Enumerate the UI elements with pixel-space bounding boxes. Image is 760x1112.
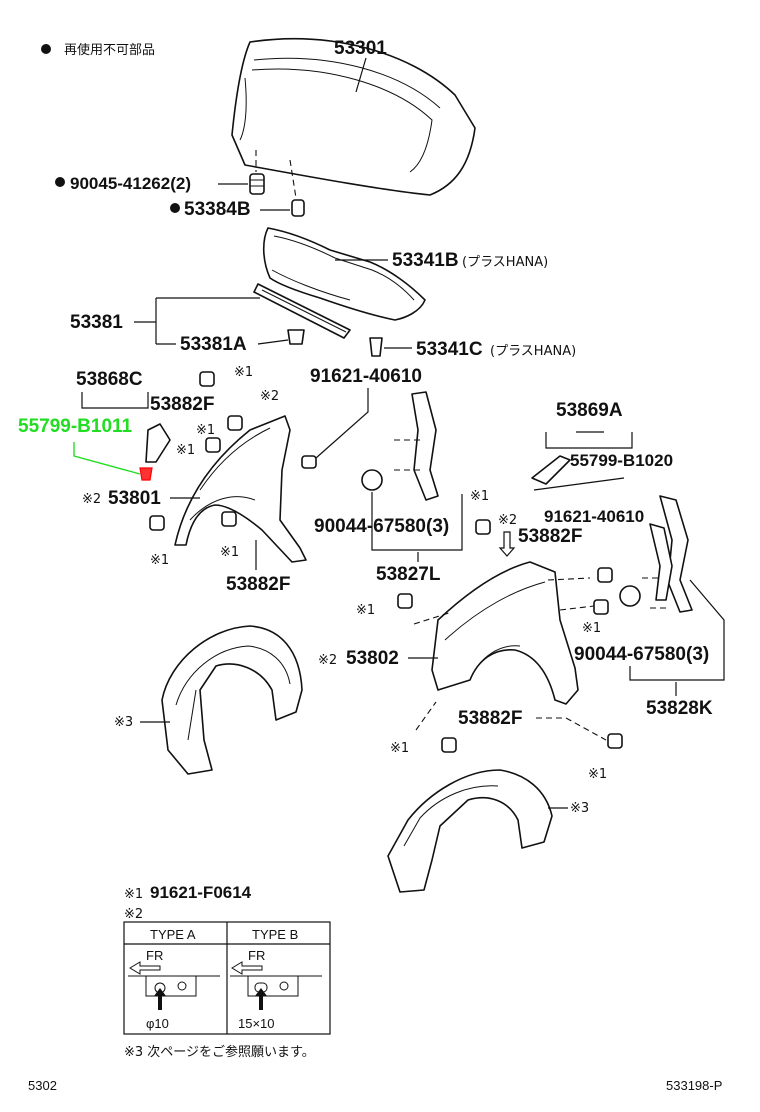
filled-circle-icon xyxy=(41,44,51,54)
bolt-right-number[interactable]: 91621-40610 xyxy=(544,507,644,526)
type-a-header: TYPE A xyxy=(150,927,196,942)
filled-circle-icon xyxy=(55,177,65,187)
fr-label-b: FR xyxy=(248,948,265,963)
mark-m1-left-bottom: ※1 xyxy=(150,553,169,568)
liner-right-top-number[interactable]: 53869A xyxy=(556,400,623,421)
protector-left-leader xyxy=(73,442,141,475)
mark-m2-53802: ※2 xyxy=(318,653,337,668)
mark-m1-right-mid: ※1 xyxy=(356,603,375,618)
note1-mark: ※1 xyxy=(124,887,143,902)
clip-left-1-number[interactable]: 53882F xyxy=(150,394,214,415)
hood-seal-c-clip-part[interactable] xyxy=(369,337,383,357)
hood-seal-c-number[interactable]: 53341C xyxy=(416,339,483,360)
clip-left-2-number[interactable]: 53882F xyxy=(226,574,290,595)
mark-m1-left-mid: ※1 xyxy=(196,423,215,438)
note1-value: 91621-F0614 xyxy=(150,883,252,902)
bolt-part[interactable] xyxy=(149,511,237,531)
hood-part-number[interactable]: 53301 xyxy=(334,38,387,59)
note3-text: ※3 次ページをご参照願います。 xyxy=(124,1044,315,1060)
liner-left-number[interactable]: 53827L xyxy=(376,564,441,585)
center-clip-part[interactable] xyxy=(301,455,383,491)
bolt-part[interactable] xyxy=(205,415,243,453)
type-b-header: TYPE B xyxy=(252,927,298,942)
hood-seal-a-part[interactable] xyxy=(253,283,351,339)
hood-seal-c-note: (プラスHANA) xyxy=(490,344,576,359)
clip-right-1-number[interactable]: 53882F xyxy=(518,526,582,547)
bolt-part[interactable] xyxy=(397,567,613,615)
inner-liner-right-part[interactable] xyxy=(387,769,553,893)
hood-cushion-part[interactable] xyxy=(291,199,305,217)
hood-seal-b-part[interactable] xyxy=(262,227,426,321)
bolt-part[interactable] xyxy=(441,733,623,753)
hood-bumper-number[interactable]: 90045-41262(2) xyxy=(70,174,191,193)
arrow-up-icon xyxy=(154,988,166,1010)
mark-m1-right-side: ※1 xyxy=(582,621,601,636)
liner-right-top-part[interactable] xyxy=(531,455,571,485)
mark-m3-right: ※3 xyxy=(570,801,589,816)
fender-left-number[interactable]: 53801 xyxy=(108,488,161,509)
type-table: TYPE A TYPE B FR φ10 FR 15×10 xyxy=(123,921,331,1035)
mark-m3-left: ※3 xyxy=(114,715,133,730)
note2-mark: ※2 xyxy=(124,907,143,922)
liner-left-part[interactable] xyxy=(411,391,439,501)
fender-left-part[interactable] xyxy=(174,415,307,563)
clip-right-center-number[interactable]: 90044-67580(3) xyxy=(574,644,709,665)
arrow-left-icon xyxy=(231,961,263,975)
mark-m2-right: ※2 xyxy=(498,513,517,528)
hood-seal-a-number[interactable]: 53381A xyxy=(180,334,247,355)
mark-m1-right-low: ※1 xyxy=(390,741,409,756)
center-clip-part[interactable] xyxy=(619,585,641,607)
mark-m2-left: ※2 xyxy=(260,389,279,404)
mark-m1-right-bottom: ※1 xyxy=(588,767,607,782)
bolt-part[interactable] xyxy=(475,519,491,535)
liner-right-number[interactable]: 53828K xyxy=(646,698,713,719)
liner-left-top-number[interactable]: 53868C xyxy=(76,369,143,390)
hood-seal-b-note: (プラスHANA) xyxy=(462,255,548,270)
arrow-up-icon xyxy=(255,988,267,1010)
fr-label-a: FR xyxy=(146,948,163,963)
size-a: φ10 xyxy=(146,1016,169,1031)
hood-bumper-part[interactable] xyxy=(249,173,265,195)
mark-m2-53801: ※2 xyxy=(82,492,101,507)
hood-cushion-number[interactable]: 53384B xyxy=(184,199,251,220)
mark-m1-left-top: ※1 xyxy=(234,365,253,380)
mark-m1-left-low: ※1 xyxy=(176,443,195,458)
mark-m1-left-bottom-2: ※1 xyxy=(220,545,239,560)
mark-m1-right-top: ※1 xyxy=(470,489,489,504)
bolt-part[interactable] xyxy=(199,371,215,387)
hood-seal-group-number[interactable]: 53381 xyxy=(70,312,123,333)
clip-center-number[interactable]: 90044-67580(3) xyxy=(314,516,449,537)
protector-left-part[interactable] xyxy=(139,467,153,481)
fender-right-number[interactable]: 53802 xyxy=(346,648,399,669)
arrow-left-icon xyxy=(129,961,161,975)
fender-right-part[interactable] xyxy=(431,561,579,705)
filled-circle-icon xyxy=(170,203,180,213)
inner-liner-left-part[interactable] xyxy=(161,625,303,775)
liner-right-part[interactable] xyxy=(649,495,693,613)
non-reusable-label: 再使用不可部品 xyxy=(64,42,155,58)
size-b: 15×10 xyxy=(238,1016,275,1031)
bolt-center-number[interactable]: 91621-40610 xyxy=(310,366,422,387)
hood-seal-b-number[interactable]: 53341B xyxy=(392,250,459,271)
protector-right-number[interactable]: 55799-B1020 xyxy=(570,451,673,470)
hood-part[interactable] xyxy=(231,37,476,196)
page-number-left: 5302 xyxy=(28,1078,57,1093)
protector-left-number[interactable]: 55799-B1011 xyxy=(18,416,133,437)
seal-a-clip-part[interactable] xyxy=(287,329,305,345)
clip-right-2-number[interactable]: 53882F xyxy=(458,708,522,729)
liner-left-top-part[interactable] xyxy=(145,423,171,463)
page-number-right: 533198-P xyxy=(666,1078,722,1093)
